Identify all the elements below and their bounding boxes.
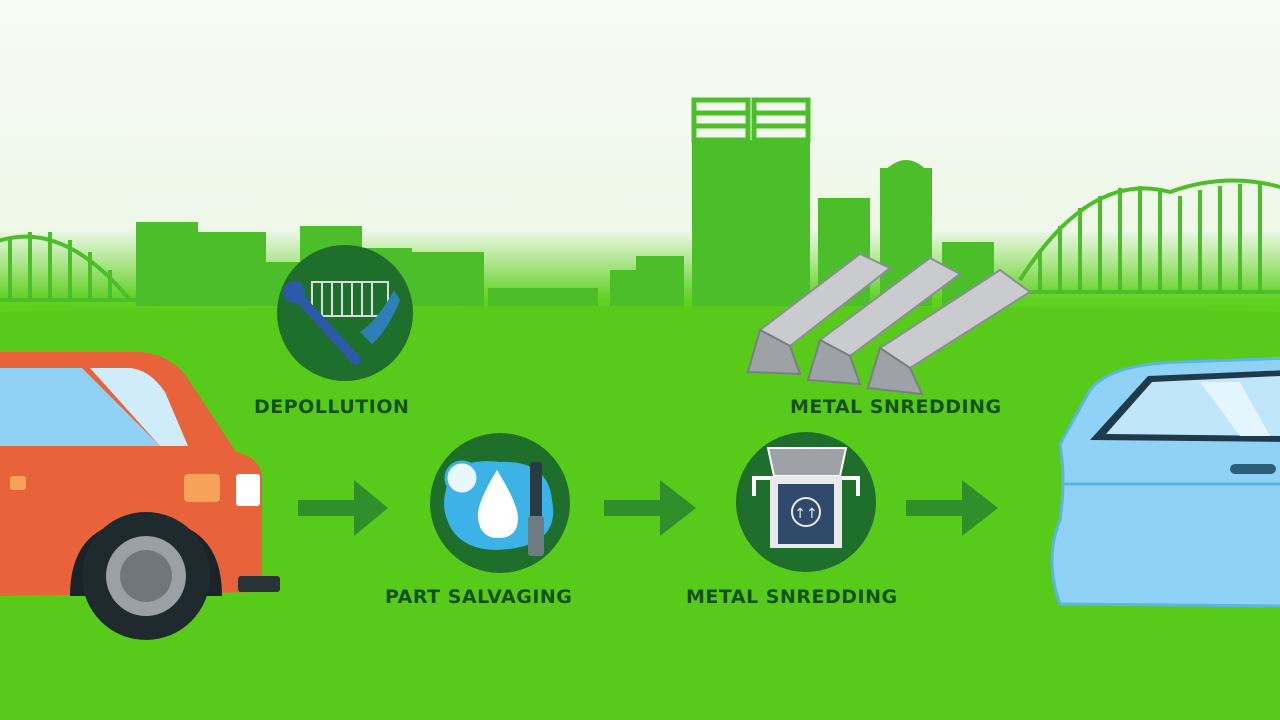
shredder-machine-icon: ↑↑ [736,432,876,572]
left-bridge [0,232,140,302]
right-bridge [1010,178,1280,294]
old-car-icon [0,352,280,640]
step-label-depollution: DEPOLLUTION [254,396,410,418]
arrow-right-icon [298,480,388,536]
water-drop-icon [430,433,570,573]
step-label-part-salvaging: PART SALVAGING [385,586,573,608]
new-car-icon [1050,356,1280,608]
arrow-right-icon [604,480,696,536]
arrow-right-icon [906,480,998,536]
label-metal-shredding-top: METAL SNREDDING [790,396,1002,418]
svg-text:↑↑: ↑↑ [794,506,817,522]
building-lattice [691,97,811,143]
steel-beams-icon [746,252,1032,396]
step-label-metal-shredding: METAL SNREDDING [686,586,898,608]
wrench-and-hand-icon [277,245,413,381]
